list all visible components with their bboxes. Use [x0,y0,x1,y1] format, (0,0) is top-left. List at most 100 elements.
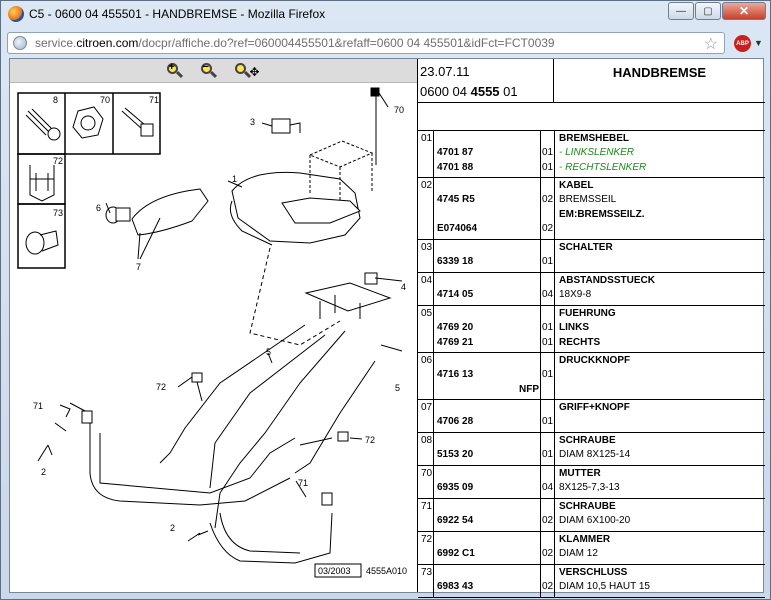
header-date: 23.07.11 [420,64,470,79]
minimize-button[interactable]: — [668,2,694,20]
part-number-index: 04 [421,275,433,286]
callout-3: 3 [250,117,255,127]
part-reference[interactable]: 4706 28 [437,416,474,427]
part-description: SCHRAUBE [559,435,616,446]
zoom-toolbar: + − ✥ [10,59,417,83]
part-quantity: 02 [542,223,554,234]
url-text[interactable]: service.citroen.com/docpr/affiche.do?ref… [35,36,555,50]
part-reference[interactable]: 6983 43 [437,581,474,592]
close-button[interactable]: ✕ [722,2,766,20]
address-bar[interactable]: service.citroen.com/docpr/affiche.do?ref… [7,32,725,54]
callout-5-upper: 5 [266,347,271,357]
parts-diagram[interactable]: 8 70 71 72 73 1 3 70 6 7 4 5 72 5 71 2 7 [10,83,417,592]
part-quantity: 02 [542,548,554,559]
part-description: DIAM 6X100-20 [559,515,631,526]
part-description: ABSTANDSSTUECK [559,275,655,286]
callout-1: 1 [232,174,237,184]
part-description: LINKS [559,322,589,333]
part-group[interactable]: 03 SCHALTER 6339 18 01 [418,240,765,273]
part-description: DIAM 12 [559,548,598,559]
part-reference[interactable]: 6992 C1 [437,548,475,559]
part-description: SCHRAUBE [559,501,616,512]
part-reference[interactable]: 4716 13 [437,369,474,380]
part-reference[interactable]: 4769 21 [437,337,474,348]
callout-73-inset: 73 [53,208,63,218]
part-number-index: 01 [421,133,433,144]
part-description: RECHTS [559,337,601,348]
part-reference[interactable]: 6339 18 [437,256,474,267]
part-quantity: 02 [542,515,554,526]
part-quantity: 01 [542,322,554,333]
diagram-date: 03/2003 [318,566,351,576]
parts-header: 23.07.11 0600 04 4555 01 HANDBREMSE [418,59,765,103]
part-quantity: 04 [542,482,554,493]
part-quantity: 01 [542,147,554,158]
part-quantity: 01 [542,337,554,348]
part-number-index: 07 [421,402,433,413]
header-title: HANDBREMSE [612,65,707,80]
part-description: DRUCKKNOPF [559,355,631,366]
maximize-button[interactable]: ▢ [695,2,721,20]
callout-70-inset: 70 [100,95,110,105]
part-description: - LINKSLENKER [559,147,635,158]
bookmark-star-icon[interactable]: ☆ [703,36,718,53]
part-description: DIAM 8X125-14 [559,449,631,460]
part-description: SCHALTER [559,242,613,253]
callout-2-left: 2 [41,467,46,477]
part-number-index: 72 [421,534,433,545]
callout-71-left: 71 [33,401,43,411]
part-reference[interactable]: 6922 54 [437,515,474,526]
part-quantity: 04 [542,289,554,300]
adblock-dropdown-icon[interactable]: ▼ [754,38,763,48]
title-bar[interactable]: C5 - 0600 04 455501 - HANDBREMSE - Mozil… [1,1,770,27]
firefox-icon [8,6,24,22]
part-description: VERSCHLUSS [559,567,628,578]
part-description: DIAM 10,5 HAUT 15 [559,581,650,592]
zoom-pan-icon[interactable]: ✥ [234,62,261,79]
part-reference[interactable]: 4714 05 [437,289,474,300]
part-reference[interactable]: 4701 88 [437,162,474,173]
callout-71-right: 71 [298,478,308,488]
callout-70: 70 [394,105,404,115]
part-reference[interactable]: 6935 09 [437,482,474,493]
part-group[interactable]: 01 BREMSHEBEL 4701 87 01 - LINKSLENKER 4701 8… [418,131,765,178]
header-spacer [418,103,765,131]
part-number-index: 03 [421,242,433,253]
part-reference[interactable]: 4769 20 [437,322,474,333]
site-identity-icon[interactable] [13,36,27,50]
part-reference[interactable]: 5153 20 [437,449,474,460]
callout-71-inset: 71 [149,95,159,105]
callout-72-right: 72 [365,435,375,445]
pane-divider [417,59,418,592]
callout-72-left: 72 [156,382,166,392]
part-quantity: 02 [542,581,554,592]
diagram-pane: + − ✥ [10,59,417,592]
part-description: BREMSHEBEL [559,133,630,144]
zoom-in-icon[interactable]: + [166,61,183,79]
window-controls: — ▢ ✕ [667,2,766,20]
part-quantity: 01 [542,256,554,267]
callout-7: 7 [136,262,141,272]
callout-6: 6 [96,203,101,213]
part-description: - RECHTSLENKER [559,162,647,173]
parts-list-pane: 23.07.11 0600 04 4555 01 HANDBREMSE 01 BR… [418,59,765,598]
zoom-out-icon[interactable]: − [200,61,217,79]
window-title: C5 - 0600 04 455501 - HANDBREMSE - Mozil… [29,7,326,21]
part-description: MUTTER [559,468,601,479]
part-reference[interactable]: 4745 R5 [437,194,475,205]
callout-4: 4 [401,282,406,292]
part-reference[interactable]: E074064 [437,223,478,234]
adblock-icon[interactable]: ABP [734,35,751,52]
part-reference[interactable]: 4701 87 [437,147,474,158]
part-number-index: 08 [421,435,433,446]
